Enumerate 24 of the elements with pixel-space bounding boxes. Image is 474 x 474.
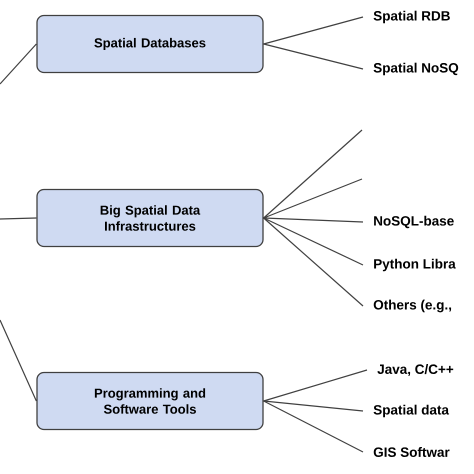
connector-line — [263, 130, 362, 218]
branch-label: GIS Softwar — [374, 447, 450, 457]
connector-line — [264, 43, 364, 70]
category-box: Spatial Databases — [36, 14, 264, 74]
connector-line — [263, 369, 368, 402]
connector-line — [263, 178, 362, 219]
connector-line — [0, 217, 36, 220]
connector-line — [264, 400, 364, 412]
branch-label: Others (e.g., — [374, 300, 452, 312]
connector-line — [263, 217, 364, 266]
connector-line — [263, 218, 364, 306]
category-box: Big Spatial Data Infrastructures — [36, 188, 264, 248]
branch-label: NoSQL-base — [374, 216, 454, 228]
connector-line — [264, 217, 364, 223]
connector-line — [0, 44, 37, 84]
branch-label: Spatial RDB — [374, 10, 450, 24]
connector-line — [263, 400, 364, 453]
connector-line — [264, 16, 364, 45]
connector-line — [0, 320, 37, 402]
branch-label: Spatial data — [374, 404, 450, 418]
branch-label: Python Libra — [374, 258, 456, 272]
branch-label: Java, C/C++ — [377, 364, 454, 376]
category-box: Programming and Software Tools — [36, 372, 264, 430]
branch-label: Spatial NoSQ — [374, 62, 458, 76]
